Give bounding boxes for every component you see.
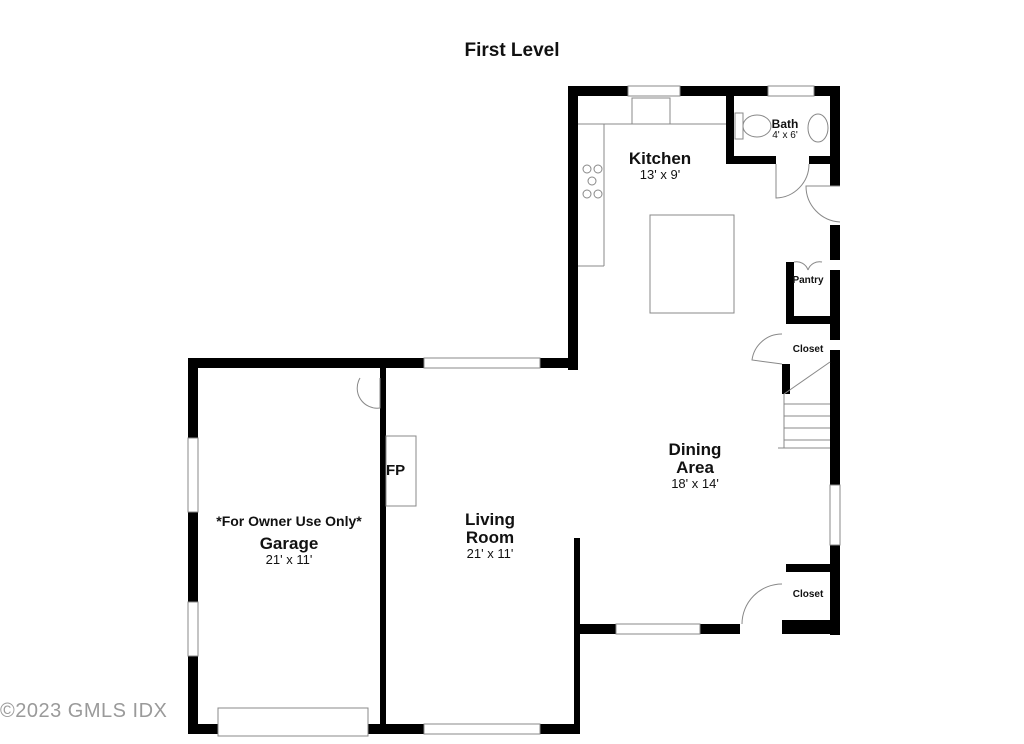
pantry-label: Pantry <box>792 275 824 286</box>
dining-name-2: Area <box>676 457 714 477</box>
fixtures <box>187 85 841 737</box>
kitchen-dims: 13' x 9' <box>639 166 681 182</box>
copyright-watermark: ©2023 GMLS IDX <box>0 700 168 722</box>
kitchen-name: Kitchen <box>628 149 692 168</box>
bath-label: Bath 4' x 6' <box>760 118 810 141</box>
living-label: Living Room 21' x 11' <box>430 511 550 560</box>
kitchen-label: Kitchen 13' x 9' <box>600 150 720 181</box>
dining-dims: 18' x 14' <box>671 475 719 491</box>
garage-note: *For Owner Use Only* <box>216 513 362 529</box>
garage-label: *For Owner Use Only* Garage 21' x 11' <box>198 514 380 566</box>
plan-title: First Level <box>464 40 560 61</box>
closet-upper-label: Closet <box>792 344 824 355</box>
walls <box>188 86 840 734</box>
dining-label: Dining Area 18' x 14' <box>640 441 750 490</box>
closet-lower-label: Closet <box>792 589 824 600</box>
garage-dims: 21' x 11' <box>265 551 313 567</box>
living-dims: 21' x 11' <box>466 545 514 561</box>
fireplace-label: FP <box>386 462 406 479</box>
living-name-2: Room <box>465 527 515 547</box>
living-name-1: Living <box>464 510 516 529</box>
bath-dims: 4' x 6' <box>772 129 798 141</box>
dining-name-1: Dining <box>668 440 722 459</box>
bath-name: Bath <box>771 117 799 131</box>
garage-name: Garage <box>259 533 319 553</box>
